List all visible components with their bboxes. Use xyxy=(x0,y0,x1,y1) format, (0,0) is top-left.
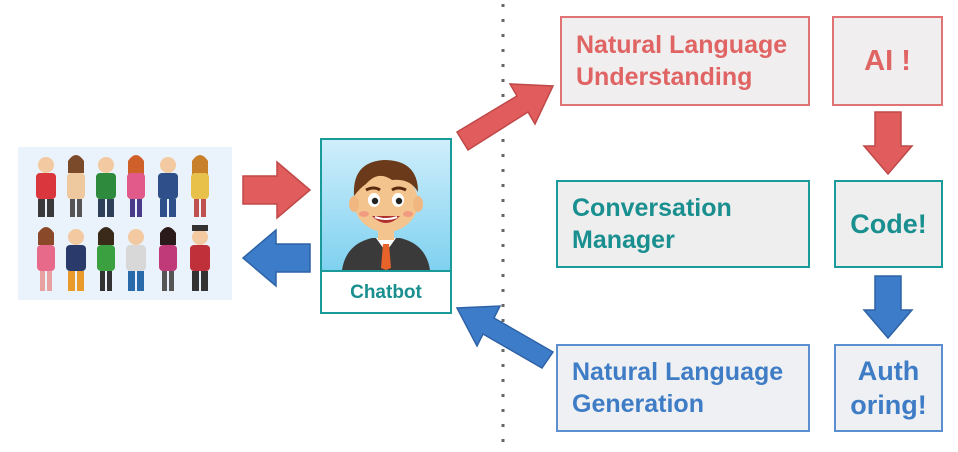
nlu-line1: Natural Language xyxy=(576,31,788,59)
users-illustration xyxy=(18,147,232,300)
code-label: Code! xyxy=(850,208,927,239)
nlg-line2: Generation xyxy=(572,390,704,418)
chatbot-label: Chatbot xyxy=(322,270,450,314)
users-to-chatbot-arrow xyxy=(242,160,312,220)
cm-line2: Manager xyxy=(572,226,675,254)
ai-box: AI ! xyxy=(832,16,943,106)
conversation-manager-box: Conversation Manager xyxy=(556,180,810,268)
nlg-to-chatbot-arrow xyxy=(455,305,555,369)
ai-to-code-arrow xyxy=(862,111,914,176)
code-to-authoring-arrow xyxy=(862,275,914,340)
chatbot-avatar-icon xyxy=(322,140,450,270)
nlu-line2: Understanding xyxy=(576,63,753,91)
nlg-line1: Natural Language xyxy=(572,358,784,386)
cm-line1: Conversation xyxy=(572,194,732,222)
chatbot-to-users-arrow xyxy=(241,228,311,288)
auth-line2: oring! xyxy=(850,390,927,420)
authoring-box: Auth oring! xyxy=(834,344,943,432)
nlg-box: Natural Language Generation xyxy=(556,344,810,432)
auth-line1: Auth xyxy=(857,356,920,386)
people-group-icon xyxy=(36,155,210,291)
nlu-box: Natural Language Understanding xyxy=(560,16,810,106)
ai-label: AI ! xyxy=(864,44,911,77)
code-box: Code! xyxy=(834,180,943,268)
chatbot-to-nlu-arrow xyxy=(455,83,555,152)
